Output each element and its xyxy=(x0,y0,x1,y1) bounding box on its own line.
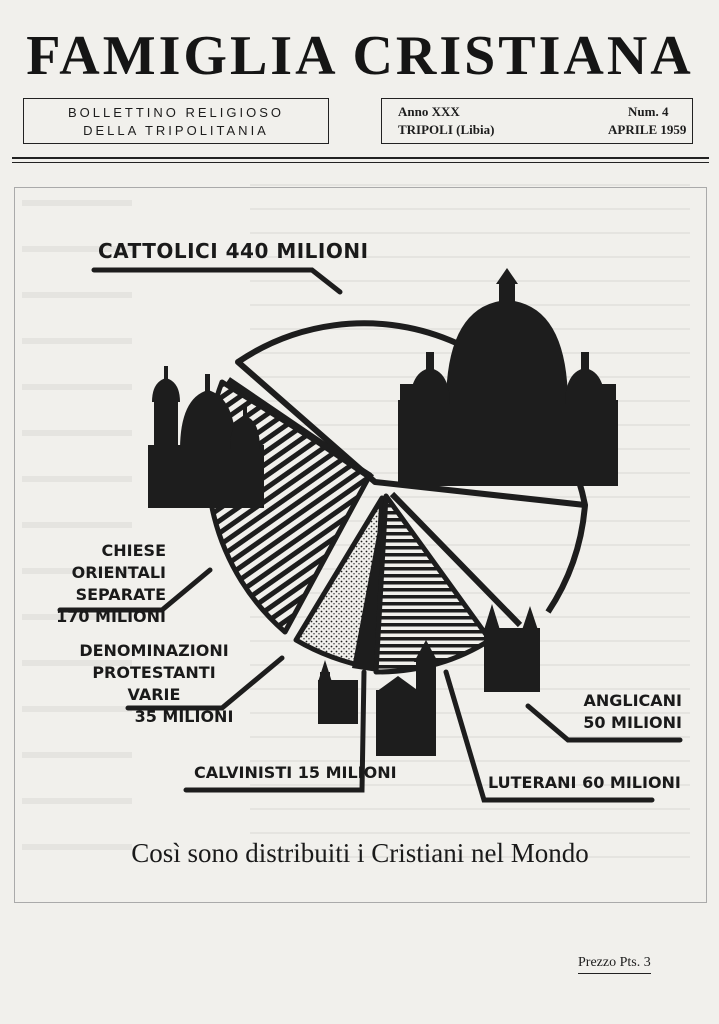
leader-protestant-various xyxy=(125,655,285,711)
subtitle-line-2: DELLA TRIPOLITANIA xyxy=(83,123,269,138)
issue-place: TRIPOLI (Libia) xyxy=(398,122,495,137)
label-calvinists: CALVINISTI 15 MILIONI xyxy=(194,762,397,784)
leader-catholics xyxy=(91,267,343,295)
leader-lutherans xyxy=(443,669,655,803)
label-protestant-line-1: DENOMINAZIONI xyxy=(79,641,229,660)
label-eastern-line-2: SEPARATE xyxy=(75,585,166,604)
header-rule xyxy=(12,157,709,159)
label-eastern-line-1: CHIESE ORIENTALI xyxy=(71,541,166,582)
bleed-through-texture-left xyxy=(22,200,132,890)
label-lutherans-line: LUTERANI 60 MILIONI xyxy=(488,773,681,792)
issue-info-box: Anno XXX Num. 4 TRIPOLI (Libia) APRILE 1… xyxy=(381,98,693,144)
issue-year: Anno XXX xyxy=(398,104,460,119)
label-anglicans-line-2: 50 MILIONI xyxy=(583,713,682,732)
basilica-silhouette xyxy=(398,268,618,486)
cover-caption: Così sono distribuiti i Cristiani nel Mo… xyxy=(131,838,589,868)
label-eastern-churches: CHIESE ORIENTALI SEPARATE 170 MILIONI xyxy=(30,540,166,628)
lutheran-church-silhouette xyxy=(376,640,438,756)
label-catholics: CATTOLICI 440 MILIONI xyxy=(98,240,369,262)
subtitle-line-1: BOLLETTINO RELIGIOSO xyxy=(67,105,285,120)
label-catholics-line: CATTOLICI 440 MILIONI xyxy=(98,239,369,263)
label-protestant-various: DENOMINAZIONI PROTESTANTI VARIE 35 MILIO… xyxy=(74,640,234,728)
orthodox-cathedral-silhouette xyxy=(148,366,264,508)
segment-lutherans xyxy=(373,493,493,675)
label-protestant-line-3: 35 MILIONI xyxy=(134,707,234,726)
leader-calvinists xyxy=(183,669,367,793)
orthodox-divider xyxy=(226,377,374,481)
masthead-title: FAMIGLIA CRISTIANA xyxy=(26,25,694,87)
label-calvinists-line: CALVINISTI 15 MILIONI xyxy=(194,763,397,782)
label-eastern-line-3: 170 MILIONI xyxy=(56,607,166,626)
illustration-frame xyxy=(14,187,707,903)
label-lutherans: LUTERANI 60 MILIONI xyxy=(488,772,681,794)
catholic-arc-lower xyxy=(545,504,588,614)
label-leaders xyxy=(57,267,683,803)
price-label: Prezzo Pts. 3 xyxy=(578,955,651,974)
anglican-church-silhouette xyxy=(484,604,540,692)
protestant-chapel-silhouette xyxy=(318,660,358,724)
label-protestant-line-2: PROTESTANTI VARIE xyxy=(92,663,216,704)
label-anglicans-line-1: ANGLICANI xyxy=(583,691,682,710)
label-anglicans: ANGLICANI 50 MILIONI xyxy=(582,690,682,734)
subtitle-box: BOLLETTINO RELIGIOSO DELLA TRIPOLITANIA xyxy=(23,98,329,144)
issue-date: APRILE 1959 xyxy=(608,122,687,137)
anglican-divider xyxy=(389,491,523,628)
header-rule-thin xyxy=(12,162,709,163)
leader-eastern-churches xyxy=(57,567,213,613)
leader-anglicans xyxy=(525,703,683,743)
issue-number: Num. 4 xyxy=(628,104,669,119)
